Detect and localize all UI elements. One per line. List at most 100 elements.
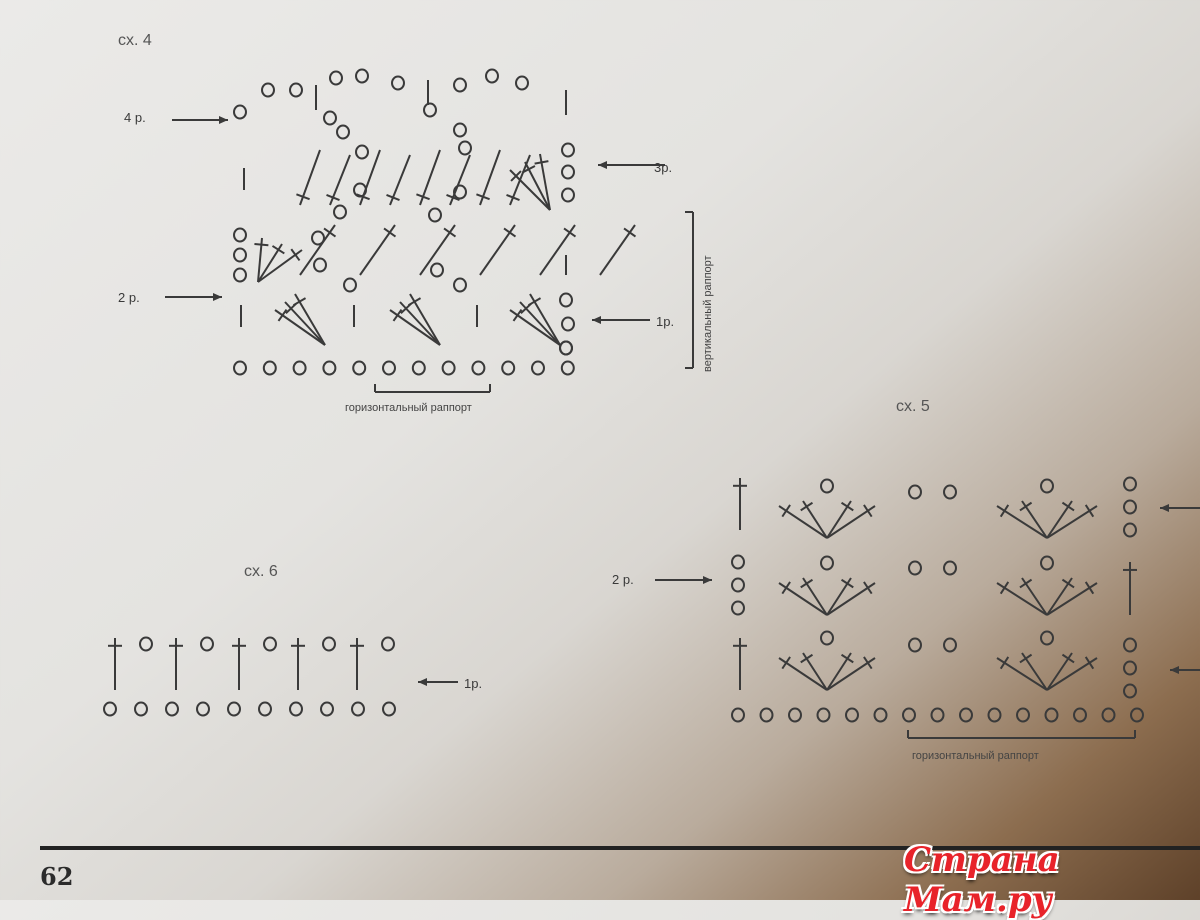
- double-crochet-bar: [527, 297, 542, 307]
- chain-stitch-symbol: [411, 360, 426, 376]
- double-crochet-bar: [416, 193, 430, 201]
- scheme4-row1-label: 1р.: [656, 314, 675, 329]
- double-crochet-bar: [1019, 501, 1033, 512]
- chain-stitch-symbol: [820, 630, 834, 646]
- chain-stitch-symbol: [233, 247, 247, 263]
- scheme4-horizontal-repeat: горизонтальный раппорт: [345, 402, 472, 414]
- double-crochet-bar: [386, 193, 400, 202]
- scheme4-row2-label: 2 р.: [118, 290, 140, 305]
- double-crochet-symbol: [299, 224, 336, 276]
- double-crochet-symbol: [274, 309, 326, 346]
- double-crochet-bar: [383, 227, 397, 238]
- double-crochet-bar: [392, 308, 403, 322]
- chain-stitch-symbol: [943, 560, 957, 576]
- chain-stitch-symbol: [352, 360, 367, 376]
- chain-stitch-symbol: [355, 144, 369, 160]
- double-crochet-symbol: [389, 309, 441, 346]
- chain-stitch-symbol: [1040, 478, 1054, 494]
- chain-stitch-symbol: [262, 360, 277, 376]
- double-crochet-bar: [522, 165, 536, 174]
- scheme6-title: сх. 6: [244, 563, 278, 580]
- chain-stitch-symbol: [329, 70, 343, 86]
- double-crochet-bar: [1084, 581, 1095, 595]
- chain-stitch-symbol: [1130, 707, 1144, 723]
- double-crochet-bar: [1084, 504, 1095, 518]
- chain-stitch-symbol: [908, 637, 922, 653]
- chain-stitch-symbol: [731, 600, 745, 616]
- double-crochet-symbol: [359, 224, 396, 276]
- chain-stitch-symbol: [453, 184, 467, 200]
- double-crochet-bar: [271, 245, 285, 255]
- double-crochet-bar: [446, 193, 460, 202]
- double-crochet-bar: [863, 656, 873, 670]
- scheme5-row2-label: 2 р.: [612, 572, 634, 587]
- double-crochet-bar: [999, 504, 1010, 518]
- chain-stitch-symbol: [943, 484, 957, 500]
- chain-stitch-symbol: [987, 707, 1002, 723]
- chain-stitch-symbol: [731, 707, 745, 723]
- chain-stitch-symbol: [1123, 683, 1137, 699]
- double-crochet-bar: [863, 504, 873, 518]
- chain-stitch-symbol: [453, 277, 467, 293]
- chain-stitch-symbol: [311, 230, 325, 246]
- chain-stitch-symbol: [561, 187, 575, 203]
- double-crochet-symbol: [509, 309, 561, 346]
- chain-stitch-symbol: [1101, 707, 1116, 723]
- page-rule: [40, 846, 1200, 850]
- chain-stitch-symbol: [382, 360, 396, 376]
- arrow-head-icon: [703, 576, 712, 584]
- double-crochet-bar: [443, 227, 457, 238]
- double-crochet-bar: [563, 227, 577, 238]
- chain-stitch-symbol: [200, 636, 214, 652]
- chain-stitch-symbol: [1123, 499, 1137, 515]
- chain-stitch-symbol: [515, 75, 529, 91]
- chain-stitch-symbol: [943, 637, 957, 653]
- double-crochet-bar: [277, 308, 288, 322]
- chain-stitch-symbol: [322, 636, 336, 652]
- chain-stitch-symbol: [930, 707, 945, 723]
- chain-stitch-symbol: [501, 360, 516, 376]
- chain-stitch-symbol: [561, 316, 575, 332]
- chain-stitch-symbol: [908, 484, 922, 500]
- chain-stitch-symbol: [1016, 707, 1030, 723]
- chain-stitch-symbol: [471, 360, 486, 376]
- chain-stitch-symbol: [1073, 707, 1087, 723]
- double-crochet-bar: [623, 227, 637, 238]
- double-crochet-bar: [326, 193, 340, 202]
- double-crochet-symbol: [599, 224, 636, 276]
- double-crochet-bar: [840, 653, 854, 664]
- chain-stitch-symbol: [873, 707, 888, 723]
- double-crochet-symbol: [479, 224, 516, 276]
- scheme5-title: сх. 5: [896, 398, 930, 415]
- double-crochet-bar: [254, 242, 269, 247]
- chain-stitch-symbol: [355, 68, 369, 84]
- chain-stitch-symbol: [430, 262, 444, 278]
- double-crochet-bar: [296, 193, 310, 201]
- chain-stitch-symbol: [1123, 476, 1137, 492]
- chain-stitch-symbol: [959, 707, 973, 723]
- double-crochet-bar: [1084, 656, 1095, 670]
- double-crochet-bar: [800, 501, 814, 512]
- chain-stitch-symbol: [103, 701, 117, 717]
- double-crochet-bar: [534, 160, 549, 165]
- chain-stitch-symbol: [1123, 522, 1137, 538]
- chain-stitch-symbol: [134, 701, 148, 717]
- double-crochet-bar: [800, 578, 814, 589]
- double-crochet-bar: [292, 297, 307, 307]
- chain-stitch-symbol: [453, 77, 467, 93]
- crochet-diagrams: [103, 68, 1200, 739]
- chain-stitch-symbol: [258, 701, 272, 717]
- double-crochet-bar: [476, 193, 490, 201]
- chain-stitch-symbol: [233, 360, 247, 376]
- chain-stitch-symbol: [1040, 555, 1054, 571]
- double-crochet-bar: [1019, 653, 1033, 664]
- arrow-head-icon: [219, 116, 228, 124]
- chain-stitch-symbol: [336, 124, 350, 140]
- chain-stitch-symbol: [845, 707, 859, 723]
- chain-stitch-symbol: [233, 227, 247, 243]
- chain-stitch-symbol: [559, 340, 573, 356]
- chain-stitch-symbol: [908, 560, 922, 576]
- double-crochet-bar: [290, 248, 301, 262]
- chain-stitch-symbol: [759, 707, 774, 723]
- double-crochet-bar: [999, 656, 1010, 670]
